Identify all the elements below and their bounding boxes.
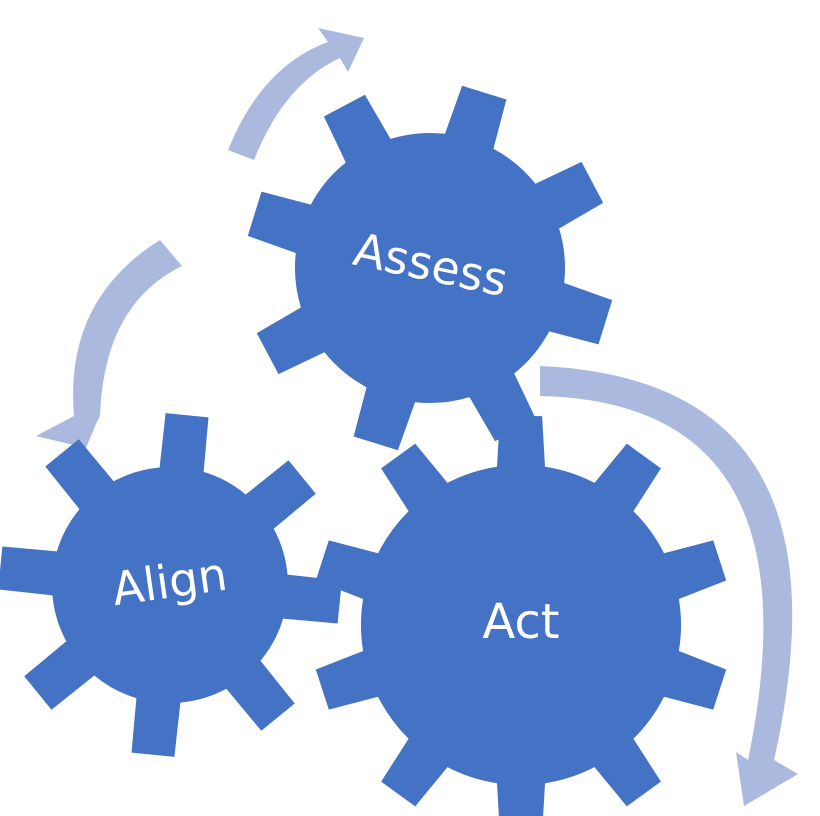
gear-label-act: Act [482, 594, 559, 650]
cycle-arrow-act [540, 366, 798, 806]
gears [0, 85, 727, 816]
gear-act [315, 416, 727, 816]
cycle-arrow-assess [228, 28, 364, 160]
gear-align [0, 413, 342, 757]
cycle-arrow-align [36, 240, 182, 448]
cycle-arrows [36, 28, 798, 806]
gear-assess [247, 85, 613, 451]
